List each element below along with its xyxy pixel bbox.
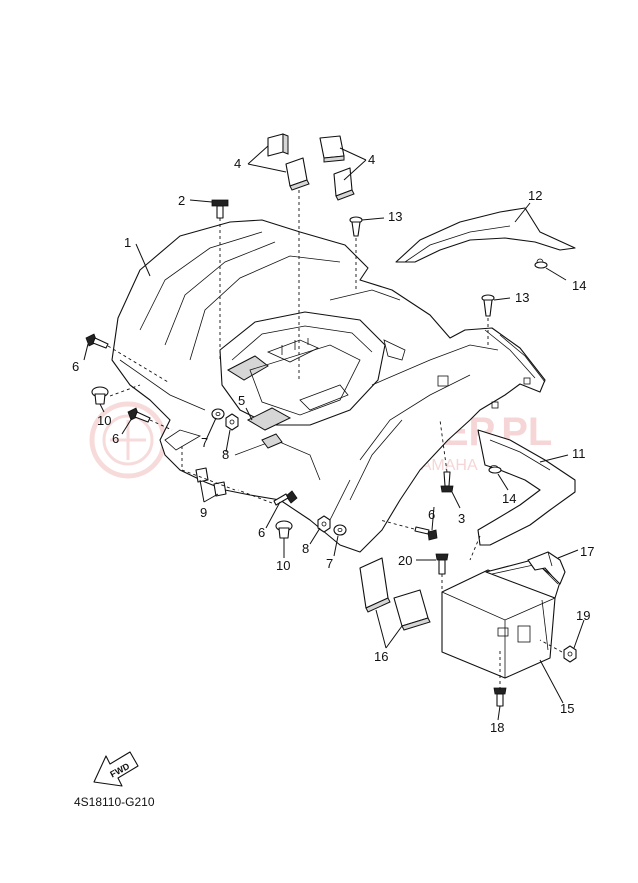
leader-lines (83, 145, 585, 721)
pads-4 (267, 133, 355, 201)
washer-7a (211, 408, 225, 420)
clip-13b (481, 294, 495, 317)
callout-6d: 6 (428, 507, 435, 522)
grommet-14a (534, 261, 548, 269)
callout-9: 9 (200, 505, 207, 520)
callout-20: 20 (398, 553, 412, 568)
clip-13a (349, 216, 363, 237)
callout-6c: 6 (258, 525, 265, 540)
callout-11: 11 (572, 446, 586, 461)
screw-3 (440, 471, 454, 493)
callout-19: 19 (576, 608, 590, 623)
callout-6b: 6 (112, 431, 119, 446)
grommet-10b (275, 520, 293, 539)
callout-16: 16 (374, 649, 388, 664)
callout-8b: 8 (302, 541, 309, 556)
bolt-18 (493, 687, 507, 707)
callout-14a: 14 (572, 278, 586, 293)
callout-13a: 13 (388, 209, 402, 224)
pads-16 (359, 557, 431, 631)
bolt-2 (211, 199, 229, 219)
rear-fender (111, 219, 546, 553)
callout-15: 15 (560, 701, 574, 716)
nut-8b (317, 515, 331, 533)
callout-6a: 6 (72, 359, 79, 374)
callout-2: 2 (178, 193, 185, 208)
diagram-code: 4S18110-G210 (74, 795, 155, 809)
callout-17: 17 (580, 544, 594, 559)
callout-14b: 14 (502, 491, 516, 506)
bracket-5 (246, 407, 292, 431)
nut-8a (225, 413, 239, 431)
storage-box-15 (441, 559, 561, 679)
callout-labels: 1 2 4 4 13 12 14 13 6 10 6 5 7 8 9 11 14… (72, 152, 594, 735)
callout-10b: 10 (276, 558, 290, 573)
callout-7b: 7 (326, 556, 333, 571)
fwd-arrow: FWD (93, 751, 139, 787)
callout-8a: 8 (222, 447, 229, 462)
callout-5: 5 (238, 393, 245, 408)
callout-10a: 10 (97, 413, 111, 428)
assembly-lines (107, 190, 563, 690)
bolt-20 (435, 553, 449, 575)
grommet-10a (91, 386, 109, 405)
callout-4b: 4 (368, 152, 375, 167)
bolt-6a (85, 333, 109, 349)
nut-19 (563, 645, 577, 663)
callout-12: 12 (528, 188, 542, 203)
washer-7b (333, 524, 347, 536)
callout-18: 18 (490, 720, 504, 735)
bolt-6b (127, 407, 151, 423)
callout-3: 3 (458, 511, 465, 526)
mud-flap-12 (395, 207, 576, 266)
clamp-17 (527, 551, 566, 585)
callout-1: 1 (124, 235, 131, 250)
callout-7a: 7 (201, 435, 208, 450)
mud-flap-11 (477, 429, 576, 546)
bolt-6d (414, 526, 438, 541)
callout-13b: 13 (515, 290, 529, 305)
grommet-14b (488, 466, 502, 474)
callout-4a: 4 (234, 156, 241, 171)
